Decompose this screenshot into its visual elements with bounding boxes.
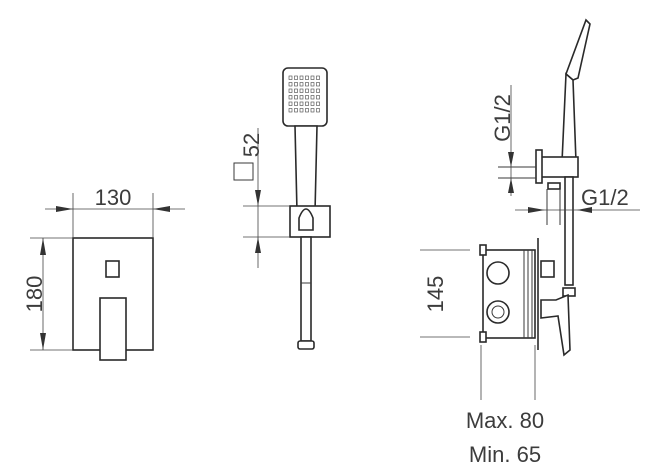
- nozzle: [305, 108, 309, 113]
- depth-min-label: Min. 65: [469, 442, 541, 467]
- nozzle: [294, 95, 298, 100]
- nozzle: [305, 95, 309, 100]
- nozzle: [310, 88, 315, 93]
- nozzle: [305, 101, 309, 106]
- nozzle: [288, 101, 293, 106]
- nozzle: [299, 101, 304, 106]
- nozzle: [310, 95, 315, 100]
- valve-box: [482, 249, 536, 339]
- hose-nut: [297, 340, 315, 350]
- nozzle: [294, 108, 298, 113]
- lever-side: [540, 293, 571, 357]
- nozzle: [299, 95, 304, 100]
- nozzle: [288, 82, 293, 87]
- inlet-port: [486, 261, 510, 285]
- nozzle: [316, 75, 320, 80]
- nozzle: [310, 75, 315, 80]
- nozzle: [294, 75, 298, 80]
- slide-rail: [564, 176, 574, 286]
- horizontal-thread-label: G1/2: [581, 185, 629, 210]
- nozzle: [316, 88, 320, 93]
- nozzle: [299, 75, 304, 80]
- nozzle: [316, 95, 320, 100]
- nozzle: [305, 88, 309, 93]
- wall-outlet: [539, 156, 579, 178]
- nozzle: [299, 82, 304, 87]
- outlet-port: [486, 300, 510, 324]
- shower-hose: [300, 236, 312, 342]
- side-view: G1/2 G1/2 145 Max. 80 Min. 65: [420, 18, 640, 467]
- shower-head: [282, 67, 328, 127]
- nozzle: [310, 108, 315, 113]
- diverter-side: [540, 260, 555, 278]
- nozzle: [316, 108, 320, 113]
- nozzle: [305, 82, 309, 87]
- shower-head-side: [565, 18, 591, 81]
- depth-max-label: Max. 80: [466, 408, 544, 433]
- square-symbol: [233, 162, 254, 181]
- front-view: 130 180: [22, 185, 185, 361]
- nozzle: [288, 95, 293, 100]
- nozzle: [294, 88, 298, 93]
- nozzle: [288, 88, 293, 93]
- mixer-lever: [99, 297, 127, 361]
- box-height-label: 145: [423, 276, 448, 313]
- diverter-knob: [105, 260, 120, 278]
- nozzle: [299, 108, 304, 113]
- hand-shower-view: 52: [233, 67, 331, 350]
- nozzle: [310, 101, 315, 106]
- nozzle: [294, 101, 298, 106]
- nozzle: [310, 82, 315, 87]
- shower-handle: [294, 125, 318, 213]
- nozzle: [294, 82, 298, 87]
- holder-size-label: 52: [239, 133, 264, 157]
- nozzle-grid: [288, 75, 320, 113]
- handle-side: [561, 72, 577, 163]
- nozzle: [316, 101, 320, 106]
- height-label: 180: [22, 276, 47, 313]
- nozzle: [299, 88, 304, 93]
- width-label: 130: [95, 185, 132, 210]
- nozzle: [305, 75, 309, 80]
- vertical-thread-label: G1/2: [490, 94, 515, 142]
- nozzle: [288, 108, 293, 113]
- nozzle: [316, 82, 320, 87]
- nozzle: [288, 75, 293, 80]
